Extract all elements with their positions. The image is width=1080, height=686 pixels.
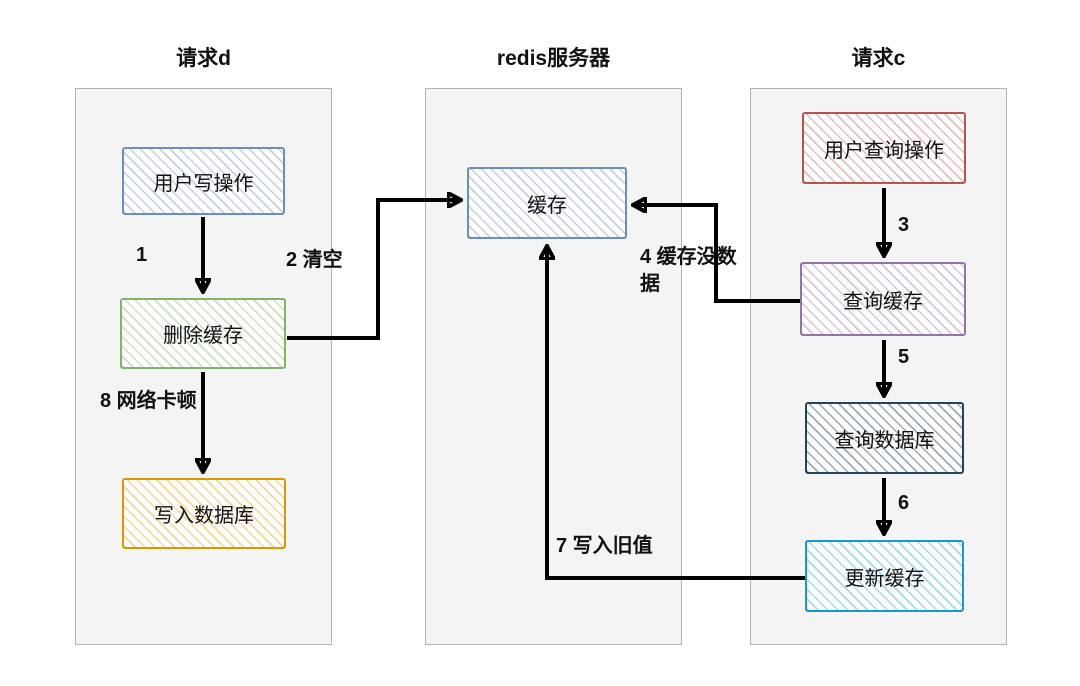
node-write-db: 写入数据库 [122, 478, 286, 549]
edge-label-6: 6 [898, 492, 910, 514]
node-query-db: 查询数据库 [805, 402, 964, 474]
arrow-7-update-cache-to-cache [547, 246, 805, 580]
arrow-4-query-cache-to-cache [633, 205, 800, 303]
edge-label-5: 5 [898, 346, 910, 368]
edge-label-7-write-old: 7 写入旧值 [556, 535, 653, 557]
node-user-query: 用户查询操作 [802, 112, 966, 184]
node-update-cache: 更新缓存 [805, 540, 964, 612]
node-query-cache: 查询缓存 [800, 262, 966, 336]
lane-redis-server [425, 88, 682, 645]
node-delete-cache: 删除缓存 [120, 298, 286, 369]
arrow-2-delete-cache-to-cache [287, 200, 461, 340]
node-cache: 缓存 [467, 167, 627, 239]
edge-label-2-clear: 2 清空 [286, 249, 343, 271]
node-user-write: 用户写操作 [122, 147, 285, 215]
lane-title-request-c: 请求c [851, 47, 906, 70]
edge-label-4-cache-miss: 4 缓存没数据 [640, 246, 737, 295]
edge-label-1: 1 [136, 244, 148, 266]
lane-title-redis-server: redis服务器 [496, 47, 611, 70]
edge-label-3: 3 [898, 214, 910, 236]
lane-title-request-d: 请求d [176, 47, 231, 70]
edge-label-8-network-lag: 8 网络卡顿 [100, 390, 197, 412]
